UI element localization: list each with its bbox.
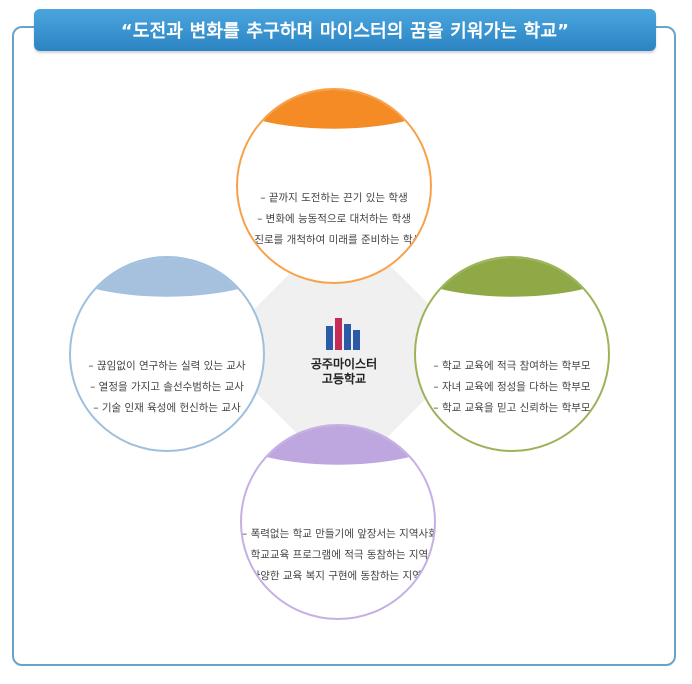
circle-teachers-list: – 끊임없이 연구하는 실력 있는 교사 – 열정을 가지고 솔선수범하는 교사… [71, 356, 263, 419]
list-item: – 변화에 능동적으로 대처하는 학생 [257, 213, 411, 225]
circle-students: 도전하는 학생 – 끝까지 도전하는 끈기 있는 학생 – 변화에 능동적으로 … [236, 88, 432, 284]
list-item: – 학교 교육을 믿고 신뢰하는 학부모 [433, 402, 591, 414]
list-item: – 폭력없는 학교 만들기에 앞장서는 지역사회 [242, 528, 436, 540]
circle-parents: 신뢰하는 학부모 – 학교 교육에 적극 참여하는 학부모 – 자녀 교육에 정… [414, 256, 610, 452]
circle-parents-header [416, 258, 608, 297]
list-item: – 다양한 교육 복지 구현에 동참하는 지역사회 [242, 570, 436, 582]
list-item: – 학교교육 프로그램에 적극 동참하는 지역사회 [242, 549, 436, 561]
circle-teachers-title: 열정있는 교사 [111, 306, 223, 328]
school-name-line2: 고등학교 [321, 372, 367, 386]
list-item: – 끝까지 도전하는 끈기 있는 학생 [260, 192, 408, 204]
circle-students-header [238, 90, 430, 129]
circle-teachers-header [71, 258, 263, 297]
banner-title: “도전과 변화를 추구하며 마이스터의 꿈을 키워가는 학교” [120, 21, 570, 42]
list-item: – 끊임없이 연구하는 실력 있는 교사 [88, 360, 246, 372]
title-banner: “도전과 변화를 추구하며 마이스터의 꿈을 키워가는 학교” [34, 9, 656, 51]
circle-community-title: 함께하는 지역사회 [264, 474, 412, 496]
list-item: – 진로를 개척하여 미래를 준비하는 학생 [245, 234, 423, 246]
circle-teachers: 열정있는 교사 – 끊임없이 연구하는 실력 있는 교사 – 열정을 가지고 솔… [69, 256, 265, 452]
circle-community: 함께하는 지역사회 – 폭력없는 학교 만들기에 앞장서는 지역사회 – 학교교… [240, 424, 436, 620]
circle-parents-title: 신뢰하는 학부모 [447, 306, 577, 328]
list-item: – 자녀 교육에 정성을 다하는 학부모 [433, 381, 591, 393]
school-logo-icon [326, 318, 360, 350]
school-name: 공주마이스터 고등학교 [284, 357, 404, 387]
list-item: – 학교 교육에 적극 참여하는 학부모 [433, 360, 591, 372]
list-item: – 열정을 가지고 솔선수범하는 교사 [90, 381, 244, 393]
circle-community-header [242, 426, 434, 465]
circle-students-title: 도전하는 학생 [278, 138, 390, 160]
circle-parents-list: – 학교 교육에 적극 참여하는 학부모 – 자녀 교육에 정성을 다하는 학부… [416, 356, 608, 419]
list-item: – 기술 인재 육성에 헌신하는 교사 [93, 402, 241, 414]
circle-community-list: – 폭력없는 학교 만들기에 앞장서는 지역사회 – 학교교육 프로그램에 적극… [242, 524, 434, 587]
school-name-line1: 공주마이스터 [310, 357, 378, 371]
circle-students-list: – 끝까지 도전하는 끈기 있는 학생 – 변화에 능동적으로 대처하는 학생 … [238, 188, 430, 251]
